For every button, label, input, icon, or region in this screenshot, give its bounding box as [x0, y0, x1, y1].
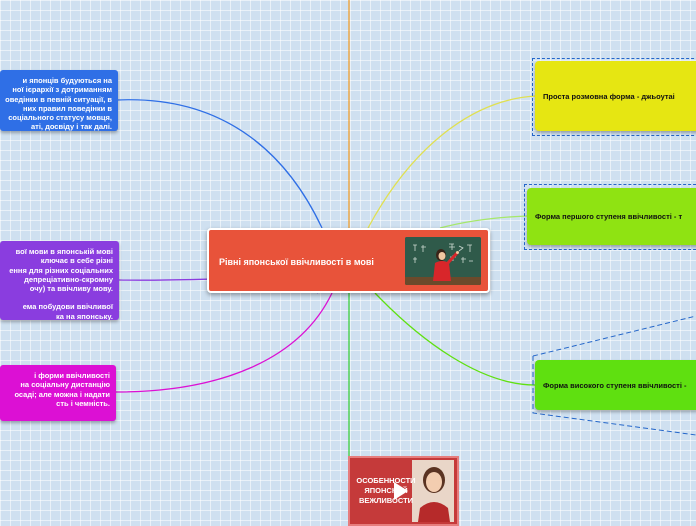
node-text-line: соціального статусу мовця,: [0, 113, 112, 122]
node-text-line: депреціативно-скромну: [0, 275, 113, 284]
node-text-line: ення для різних соціальних: [0, 266, 113, 275]
node-text-line: осаді; але можна і надати: [0, 390, 110, 399]
right-node-first-level-politeness[interactable]: Форма першого ступеня ввічливості - т: [527, 188, 696, 245]
node-text-line: оведінки в певній ситуації, в: [0, 95, 112, 104]
left-node-social-hierarchy[interactable]: и японців будуються на ної ієрархії з до…: [0, 70, 118, 131]
node-text-line: і форми ввічливості: [0, 371, 110, 380]
video-thumbnail[interactable]: ОСОБЕННОСТИ ЯПОНСКОЙ ВЕЖЛИВОСТИ: [348, 456, 459, 526]
thumbnail-caption: ОСОБЕННОСТИ ЯПОНСКОЙ ВЕЖЛИВОСТИ: [354, 476, 418, 506]
node-label: Форма високого ступеня ввічливості -: [543, 381, 687, 390]
node-text-line: вої мови в японській мові: [0, 247, 113, 256]
node-text-line: ної ієрархії з дотриманням: [0, 85, 112, 94]
node-text-line: на соціальну дистанцію: [0, 380, 110, 389]
node-label: Форма першого ступеня ввічливості - т: [535, 212, 682, 221]
teacher-photo: [405, 237, 481, 285]
node-text-line: аті, досвіду і так далі.: [0, 122, 112, 131]
node-text-line: [0, 293, 113, 302]
right-node-plain-form[interactable]: Проста розмовна форма - джьоутаі: [535, 61, 696, 131]
left-node-polite-language[interactable]: вої мови в японській мові ключає в себе …: [0, 241, 119, 320]
node-text-line: ема побудови ввічливої: [0, 302, 113, 311]
caption-line: ВЕЖЛИВОСТИ: [354, 496, 418, 506]
node-text-line: них правил поведінки в: [0, 104, 112, 113]
central-topic-title: Рівні японської ввічливості в мові: [219, 257, 374, 267]
left-node-social-distance[interactable]: і форми ввічливості на соціальну дистанц…: [0, 365, 116, 421]
caption-line: ОСОБЕННОСТИ: [354, 476, 418, 486]
node-text-line: очу) та ввічливу мову.: [0, 284, 113, 293]
play-icon[interactable]: [394, 482, 408, 500]
node-text-line: ключає в себе різні: [0, 256, 113, 265]
central-topic[interactable]: Рівні японської ввічливості в мові: [207, 228, 490, 293]
node-text-line: и японців будуються на: [0, 76, 112, 85]
caption-line: ЯПОНСКОЙ: [354, 486, 418, 496]
node-label: Проста розмовна форма - джьоутаі: [543, 92, 675, 101]
right-node-high-level-politeness[interactable]: Форма високого ступеня ввічливості -: [535, 360, 696, 410]
node-text-line: сть і чемність.: [0, 399, 110, 408]
node-text-line: ка на японську.: [0, 312, 113, 320]
